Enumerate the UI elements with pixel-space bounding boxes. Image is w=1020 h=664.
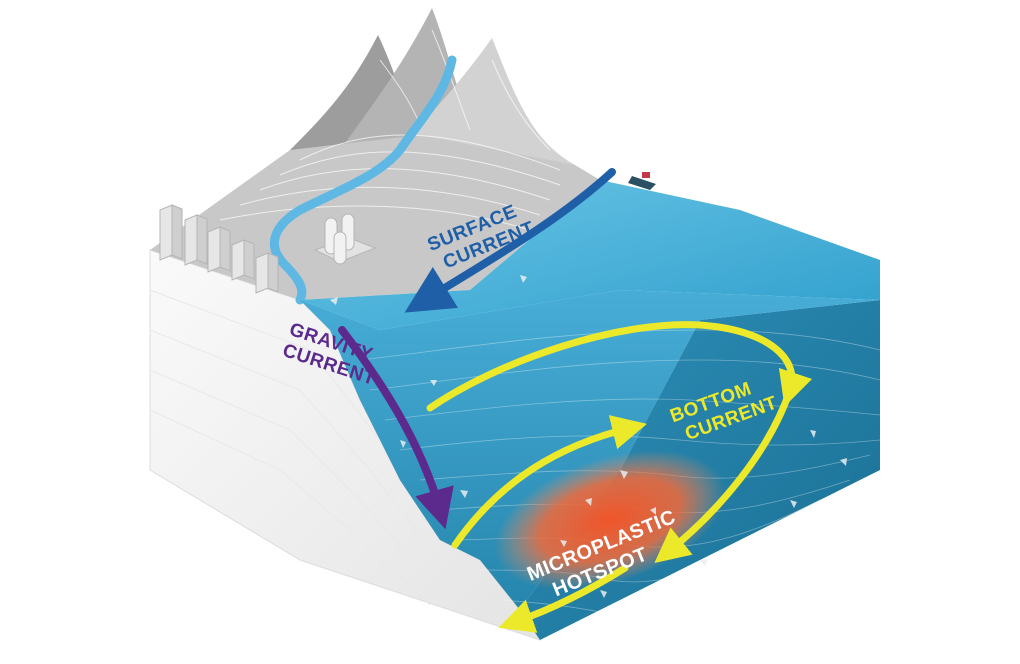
bottom-current-arrow-right: [654, 386, 794, 563]
bottom-current-arrow-upper: [426, 321, 813, 412]
microplastic-particles: [330, 275, 847, 598]
river: [269, 55, 457, 305]
surface-current-arrow: [404, 168, 616, 313]
bottom-current-arrows: [426, 321, 813, 633]
ocean-water: [300, 290, 880, 610]
bottom-current-arrow-lower: [498, 564, 629, 633]
city-buildings-icon: [159, 204, 279, 294]
gravity-current-arrow: [338, 326, 454, 530]
bottom-current-arrow-loop: [451, 415, 648, 549]
ship-icon: [628, 172, 656, 190]
factory-icon: [313, 213, 377, 265]
